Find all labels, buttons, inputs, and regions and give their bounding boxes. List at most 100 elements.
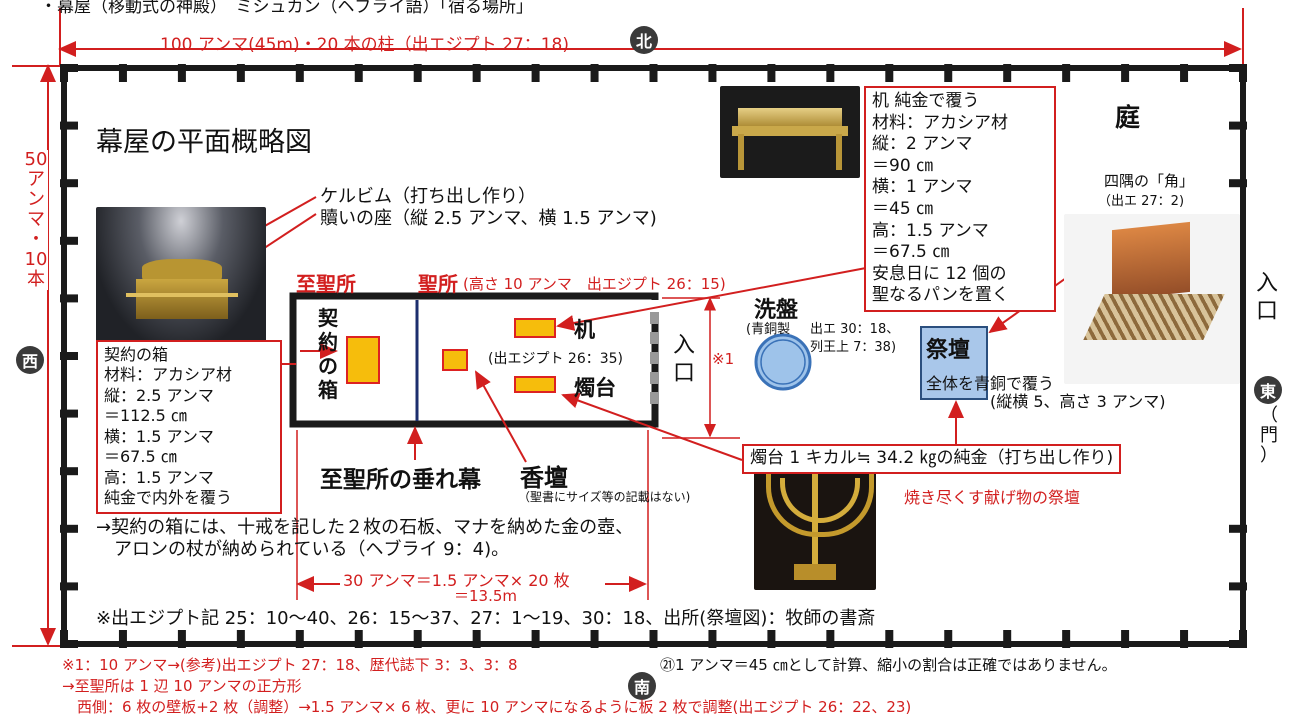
courtyard-post: [60, 409, 78, 418]
laver-basin: [754, 333, 812, 391]
courtyard-post: [944, 64, 953, 82]
courtyard-post: [1229, 121, 1247, 130]
courtyard-post: [236, 64, 245, 82]
courtyard-post: [1229, 582, 1247, 591]
table-of-showbread: [514, 318, 556, 338]
courtyard-post: [413, 64, 422, 82]
incense-altar-label: 香壇: [520, 464, 568, 492]
courtyard-post: [1239, 630, 1247, 648]
inner-entrance-label: 入 口: [673, 333, 696, 386]
ark-vertical-label: 契 約 の 箱: [318, 306, 338, 402]
courtyard-post: [708, 64, 717, 82]
courtyard-post: [1062, 630, 1071, 648]
courtyard-post: [354, 630, 363, 648]
gate-label: （ 門 ）: [1260, 405, 1278, 466]
altar-label: 祭壇: [926, 338, 971, 363]
incense-altar-note: （聖書にサイズ等の記載はない): [518, 490, 691, 504]
courtyard-post: [649, 64, 658, 82]
laver-label: 洗盤: [754, 298, 799, 323]
horns-ref: （出エ 27：2): [1098, 194, 1185, 209]
courtyard-post: [60, 467, 78, 476]
lampstand: [514, 376, 556, 393]
top-caption: ・幕屋（移動式の神殿） ミシュカン（ヘブライ語）「宿る場所」: [40, 0, 533, 17]
courtyard-post: [1121, 630, 1130, 648]
courtyard-post: [60, 64, 68, 82]
east-entrance-label: 入 口: [1256, 271, 1279, 324]
holy-of-holies-label: 至聖所: [296, 272, 356, 296]
footnote-2: →至聖所は 1 辺 10 アンマの正方形: [62, 677, 302, 695]
laver-ref1: 出エ 30：18、: [810, 322, 900, 337]
courtyard-post: [1229, 64, 1247, 72]
courtyard-post: [1121, 64, 1130, 82]
incense-altar: [442, 349, 468, 371]
footnote-3: 西側：6 枚の壁板+2 枚（調整）→1.5 アンマ× 6 枚、更に 10 アンマ…: [62, 698, 912, 716]
altar-line1: 全体を青銅で覆う: [926, 374, 1055, 393]
courtyard-post: [472, 630, 481, 648]
courtyard-post: [1229, 179, 1247, 188]
sources-note: ※出エジプト記 25：10～40、26：15～37、27：1～19、30：18、…: [96, 608, 876, 629]
ark-photo: [96, 207, 266, 345]
courtyard-post: [60, 630, 68, 648]
courtyard-post: [944, 630, 953, 648]
courtyard-post: [60, 582, 78, 591]
ark-info-box: 契約の箱 材料：アカシア材 縦：2.5 アンマ ＝112.5 ㎝ 横：1.5 ア…: [96, 340, 282, 514]
courtyard-post: [236, 630, 245, 648]
width-label: 100 アンマ(45m)・20 本の柱（出エジプト 27：18): [160, 35, 569, 55]
courtyard-post: [1062, 64, 1071, 82]
diagram-title: 幕屋の平面概略図: [96, 127, 312, 158]
laver-note: (青銅製: [746, 322, 791, 337]
footnote-1: ※1：10 アンマ→(参考)出エジプト 27：18、歴代誌下 3：3、3：8: [62, 656, 518, 674]
courtyard-post: [826, 64, 835, 82]
burnt-offering-label: 焼き尽くす献げ物の祭壇: [904, 488, 1081, 507]
veil-label: 至聖所の垂れ幕: [320, 467, 481, 493]
mercy-seat-label: 贖いの座（縦 2.5 アンマ、横 1.5 アンマ): [320, 208, 657, 229]
south-marker: 南: [628, 672, 656, 700]
note-mark: ※1: [712, 350, 735, 368]
holy-place-width-dimension: [296, 430, 649, 600]
courtyard-post: [118, 630, 127, 648]
courtyard-post: [885, 64, 894, 82]
courtyard-post: [60, 524, 78, 533]
courtyard-post: [177, 630, 186, 648]
courtyard-post: [60, 640, 78, 648]
laver-ref2: 列王上 7：38): [810, 340, 897, 355]
courtyard-post: [826, 630, 835, 648]
courtyard-post: [590, 64, 599, 82]
courtyard-post: [767, 630, 776, 648]
courtyard-post: [1180, 64, 1189, 82]
altar-photo: [1064, 214, 1240, 384]
altar-line2: (縦横 5、高さ 3 アンマ): [990, 392, 1166, 411]
courtyard-post: [413, 630, 422, 648]
holy-place-label: 聖所: [418, 272, 458, 296]
courtyard-post: [295, 64, 304, 82]
altar-of-burnt-offering: [920, 326, 988, 400]
lampstand-label: 燭台: [574, 376, 616, 400]
height-label: 50 ア ン マ ・ 10 本: [24, 149, 48, 290]
courtyard-post: [354, 64, 363, 82]
courtyard-post: [60, 121, 78, 130]
table-ref: (出エジプト 26：35): [488, 351, 624, 367]
courtyard-post: [1003, 630, 1012, 648]
courtyard-post: [60, 352, 78, 360]
court-label: 庭: [1115, 103, 1141, 132]
courtyard-post: [649, 630, 658, 648]
height-dimension-line: [12, 64, 62, 647]
courtyard-post: [1229, 524, 1247, 533]
table-label: 机: [574, 318, 595, 342]
holy-place-width-label-2: ＝13.5m: [454, 587, 518, 605]
courtyard-post: [708, 630, 717, 648]
ark-of-covenant: [346, 336, 380, 384]
courtyard-post: [118, 64, 127, 82]
west-marker: 西: [16, 346, 44, 374]
scale-note: ㉑1 アンマ＝45 ㎝として計算、縮小の割合は正確ではありません。: [660, 656, 1117, 674]
courtyard-post: [531, 630, 540, 648]
courtyard-post: [60, 294, 78, 303]
courtyard-post: [590, 630, 599, 648]
courtyard-post: [1180, 630, 1189, 648]
north-marker: 北: [630, 26, 658, 54]
courtyard-posts: [60, 64, 1247, 648]
east-marker: 東: [1254, 376, 1282, 404]
lampstand-photo: [754, 452, 876, 590]
cherubim-label: ケルビム（打ち出し作り）: [320, 186, 536, 207]
